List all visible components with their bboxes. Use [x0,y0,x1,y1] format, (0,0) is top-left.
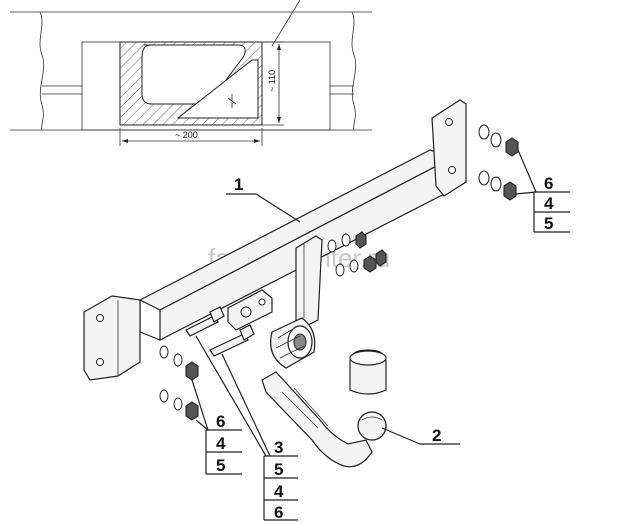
ball-mount [261,349,387,468]
fasteners-center [327,231,387,277]
callout-center-nut: 6 [274,503,283,522]
fasteners-right-lower [478,170,517,201]
callout-center-spring-washer: 5 [274,460,283,479]
callout-ball: 2 [432,426,441,445]
fasteners-left-lower [159,389,199,421]
callout-center-washer: 4 [274,482,284,501]
bolts [185,306,255,357]
callout-beam: 1 [234,175,243,194]
inset-bumper-cutout: ~ 200 ~ 110 [10,0,372,146]
callout-right-spring-washer: 5 [544,214,553,233]
inset-height-label: ~ 110 [267,70,277,92]
callout-center-bolt: 3 [274,438,283,457]
callout-right-nut: 6 [544,174,553,193]
inset-width-label: ~ 200 [175,130,198,140]
callout-right-washer: 4 [544,194,554,213]
callout-left-spring-washer: 5 [216,456,225,475]
leader-lines [191,149,570,521]
ball-mount-holder [227,235,323,369]
fasteners-right-upper [478,124,519,157]
fasteners-left-upper [159,345,199,381]
callout-left-nut: 6 [216,412,225,431]
callout-left-washer: 4 [216,434,226,453]
